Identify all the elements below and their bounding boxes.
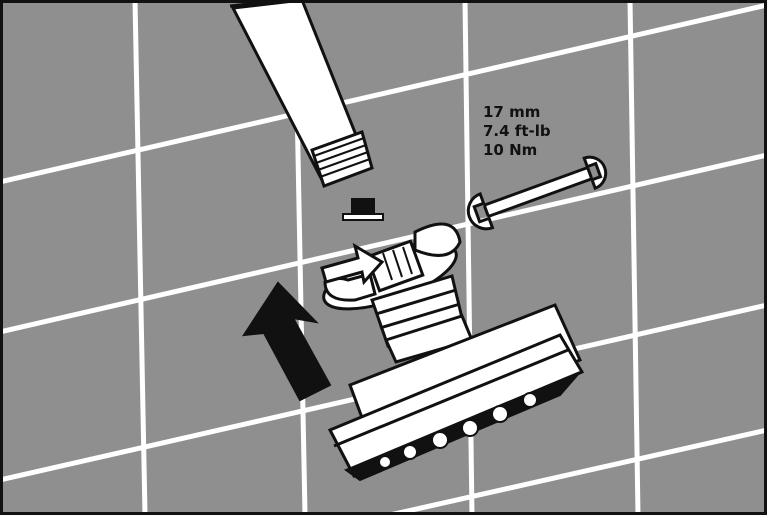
- rotation-arrow-icon: [320, 242, 385, 286]
- torque-metric-label: 10 Nm: [483, 141, 537, 159]
- wrench-size-label: 17 mm: [483, 103, 540, 121]
- shower-head-icon: [327, 274, 585, 482]
- torque-imperial-label: 7.4 ft-lb: [483, 122, 551, 140]
- swivel-nut-icon: [322, 222, 462, 311]
- shower-arm-icon: [229, 0, 374, 188]
- washer-icon: [342, 198, 384, 221]
- up-arrow-icon: [242, 281, 332, 402]
- wrench-icon: [466, 155, 608, 231]
